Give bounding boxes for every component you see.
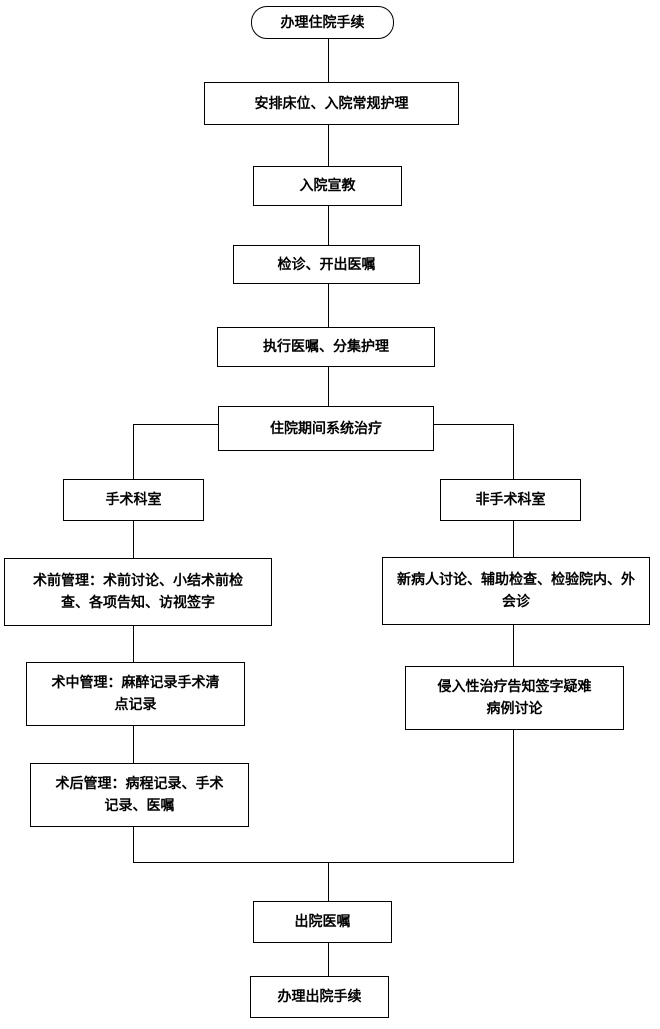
node-label: 检诊、开出医嘱	[277, 256, 376, 273]
node-label: 执行医嘱、分集护理	[263, 339, 389, 355]
node-preoperative-management: 术前管理：术前讨论、小结术前检查、各项告知、访视签字	[4, 558, 272, 626]
node-admission-education: 入院宣教	[253, 166, 402, 206]
node-label: 侵入性治疗告知签字疑难病例讨论	[437, 679, 592, 717]
node-discharge-order: 出院医嘱	[253, 901, 392, 943]
node-label: 办理出院手续	[277, 989, 362, 1005]
node-label: 办理住院手续	[280, 14, 365, 31]
edge-postop-merge	[133, 729, 514, 863]
node-label: 术后管理：病程记录、手术记录、医嘱	[55, 776, 224, 814]
edge-treatment-surgical	[133, 424, 218, 479]
node-non-surgical-department: 非手术科室	[440, 479, 581, 521]
node-label: 住院期间系统治疗	[270, 420, 382, 437]
node-label: 术中管理：麻醉记录手术清点记录	[51, 675, 220, 713]
node-invasive-treatment: 侵入性治疗告知签字疑难病例讨论	[405, 666, 624, 730]
node-label: 入院宣教	[299, 178, 356, 194]
node-label: 出院医嘱	[294, 914, 351, 930]
node-systematic-treatment: 住院期间系统治疗	[218, 406, 434, 451]
node-label: 非手术科室	[475, 492, 546, 508]
node-intraoperative-management: 术中管理：麻醉记录手术清点记录	[26, 662, 245, 726]
node-execute-orders: 执行医嘱、分集护理	[217, 327, 435, 367]
node-label: 手术科室	[105, 492, 162, 508]
node-start-admission: 办理住院手续	[251, 6, 394, 39]
edge-treatment-nonsurgical	[434, 424, 514, 479]
node-label: 安排床位、入院常规护理	[254, 95, 409, 112]
node-label: 术前管理：术前讨论、小结术前检查、各项告知、访视签字	[33, 573, 243, 611]
node-discharge-procedure: 办理出院手续	[250, 976, 389, 1018]
node-bed-arrangement: 安排床位、入院常规护理	[204, 82, 459, 125]
node-postoperative-management: 术后管理：病程记录、手术记录、医嘱	[30, 763, 249, 827]
node-surgical-department: 手术科室	[63, 479, 204, 521]
node-label: 新病人讨论、辅助检查、检验院内、外会诊	[397, 572, 635, 610]
node-exam-orders: 检诊、开出医嘱	[233, 245, 420, 284]
node-new-patient-discussion: 新病人讨论、辅助检查、检验院内、外会诊	[382, 557, 650, 625]
